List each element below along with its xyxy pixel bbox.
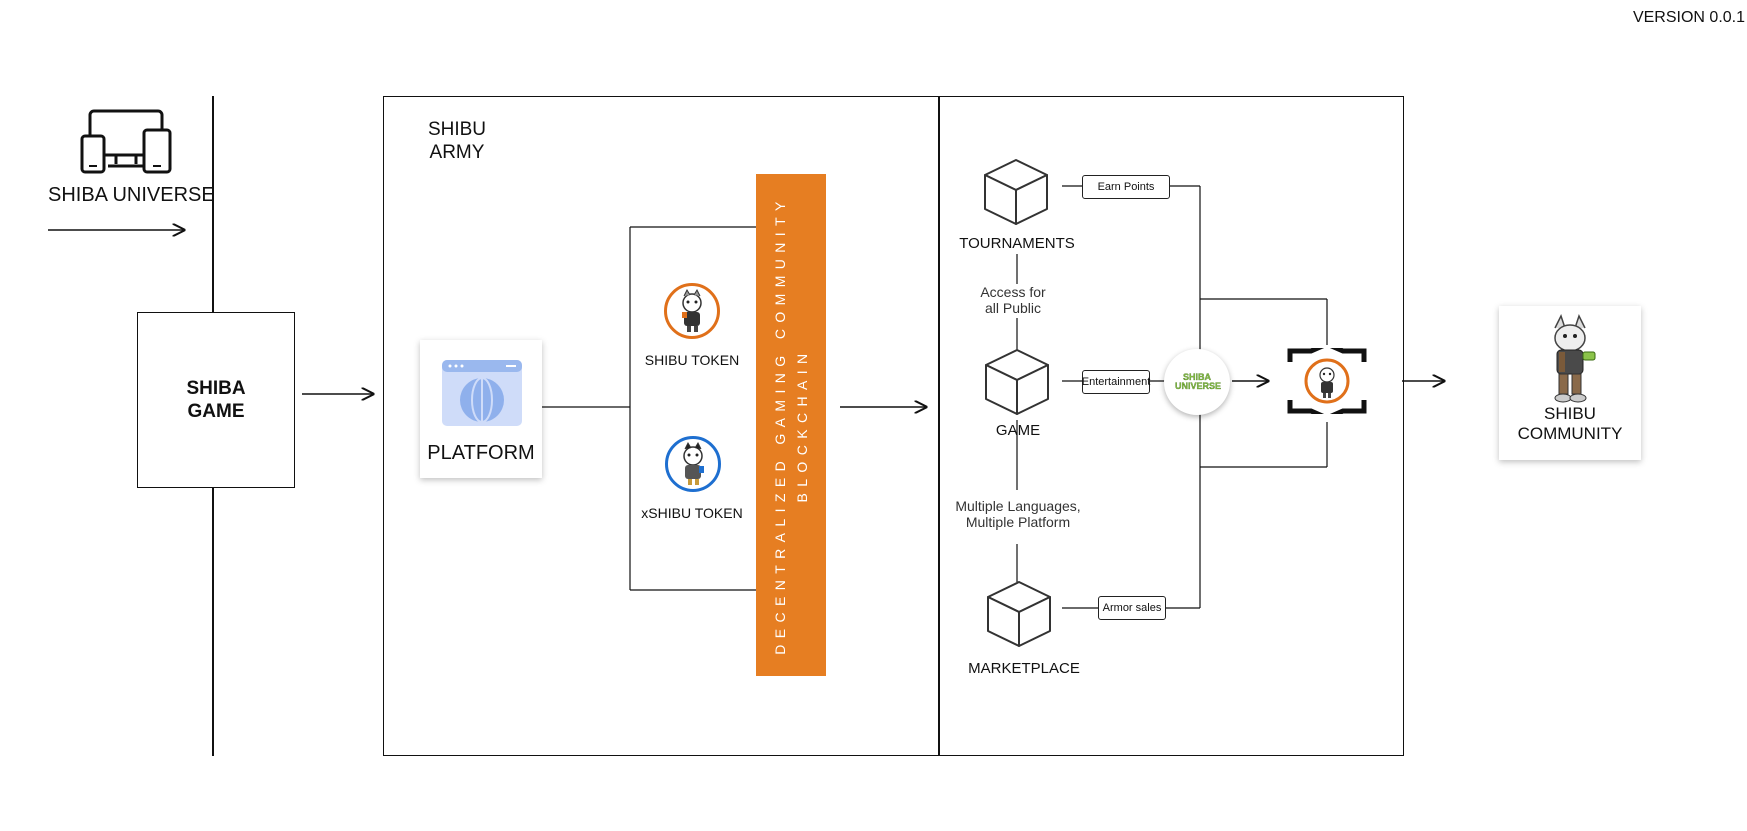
shibu-mascot-icon — [1541, 314, 1601, 406]
community-label: SHIBU COMMUNITY — [1518, 404, 1623, 444]
languages-line1: Multiple Languages, — [955, 498, 1081, 514]
shibu-token-icon — [664, 283, 720, 339]
community-line2: COMMUNITY — [1517, 424, 1623, 443]
shibu-community-card[interactable]: SHIBU COMMUNITY — [1499, 306, 1641, 460]
shiba-universe-logo[interactable]: SHIBA UNIVERSE — [1164, 349, 1230, 415]
game-label: GAME — [995, 422, 1041, 439]
shibu-army-title: SHIBU ARMY — [428, 118, 486, 164]
xshibu-token-icon — [665, 436, 721, 492]
tournaments-cube-icon — [983, 158, 1049, 226]
languages-note: Multiple Languages, Multiple Platform — [955, 498, 1080, 530]
marketplace-label: MARKETPLACE — [968, 660, 1080, 677]
shibu-badge-icon — [1287, 341, 1367, 421]
platform-label: PLATFORM — [427, 442, 535, 464]
band-line1: DECENTRALIZED GAMING COMMUNITY — [772, 195, 788, 655]
languages-line2: Multiple Platform — [965, 514, 1071, 530]
platform-browser-icon — [442, 360, 522, 426]
devices-icon — [80, 108, 172, 174]
marketplace-cube-icon — [986, 580, 1052, 648]
blockchain-band — [756, 174, 826, 676]
band-line2: BLOCKCHAIN — [794, 347, 810, 503]
platform-card[interactable]: PLATFORM — [420, 340, 542, 478]
access-line2: all Public — [984, 300, 1042, 316]
tournaments-label: TOURNAMENTS — [959, 235, 1075, 252]
version-label: VERSION 0.0.1 — [1632, 9, 1745, 26]
shibu-army-title-line2: ARMY — [429, 142, 485, 163]
game-cube-icon — [984, 348, 1050, 416]
xshibu-token-label: xSHIBU TOKEN — [641, 505, 743, 521]
blockchain-band-text: DECENTRALIZED GAMING COMMUNITY BLOCKCHAI… — [769, 175, 813, 675]
shibu-army-panel — [383, 96, 940, 756]
entertainment-label: Entertainment — [1082, 370, 1150, 394]
shibu-token-label: SHIBU TOKEN — [644, 352, 740, 368]
shibu-army-title-line1: SHIBU — [427, 119, 487, 140]
earn-points-label: Earn Points — [1082, 175, 1170, 199]
shiba-universe-label: SHIBA UNIVERSE — [48, 184, 215, 206]
shiba-game-line1: SHIBA — [186, 378, 246, 399]
armor-sales-label: Armor sales — [1098, 596, 1166, 620]
ecosystem-panel — [938, 96, 1404, 756]
access-note: Access for all Public — [980, 284, 1045, 316]
shiba-game-box[interactable]: SHIBA GAME — [137, 312, 295, 488]
access-line1: Access for — [980, 284, 1046, 300]
community-line1: SHIBU — [1544, 404, 1596, 423]
shiba-game-line2: GAME — [187, 401, 245, 422]
logo-text: SHIBA UNIVERSE — [1175, 372, 1222, 391]
